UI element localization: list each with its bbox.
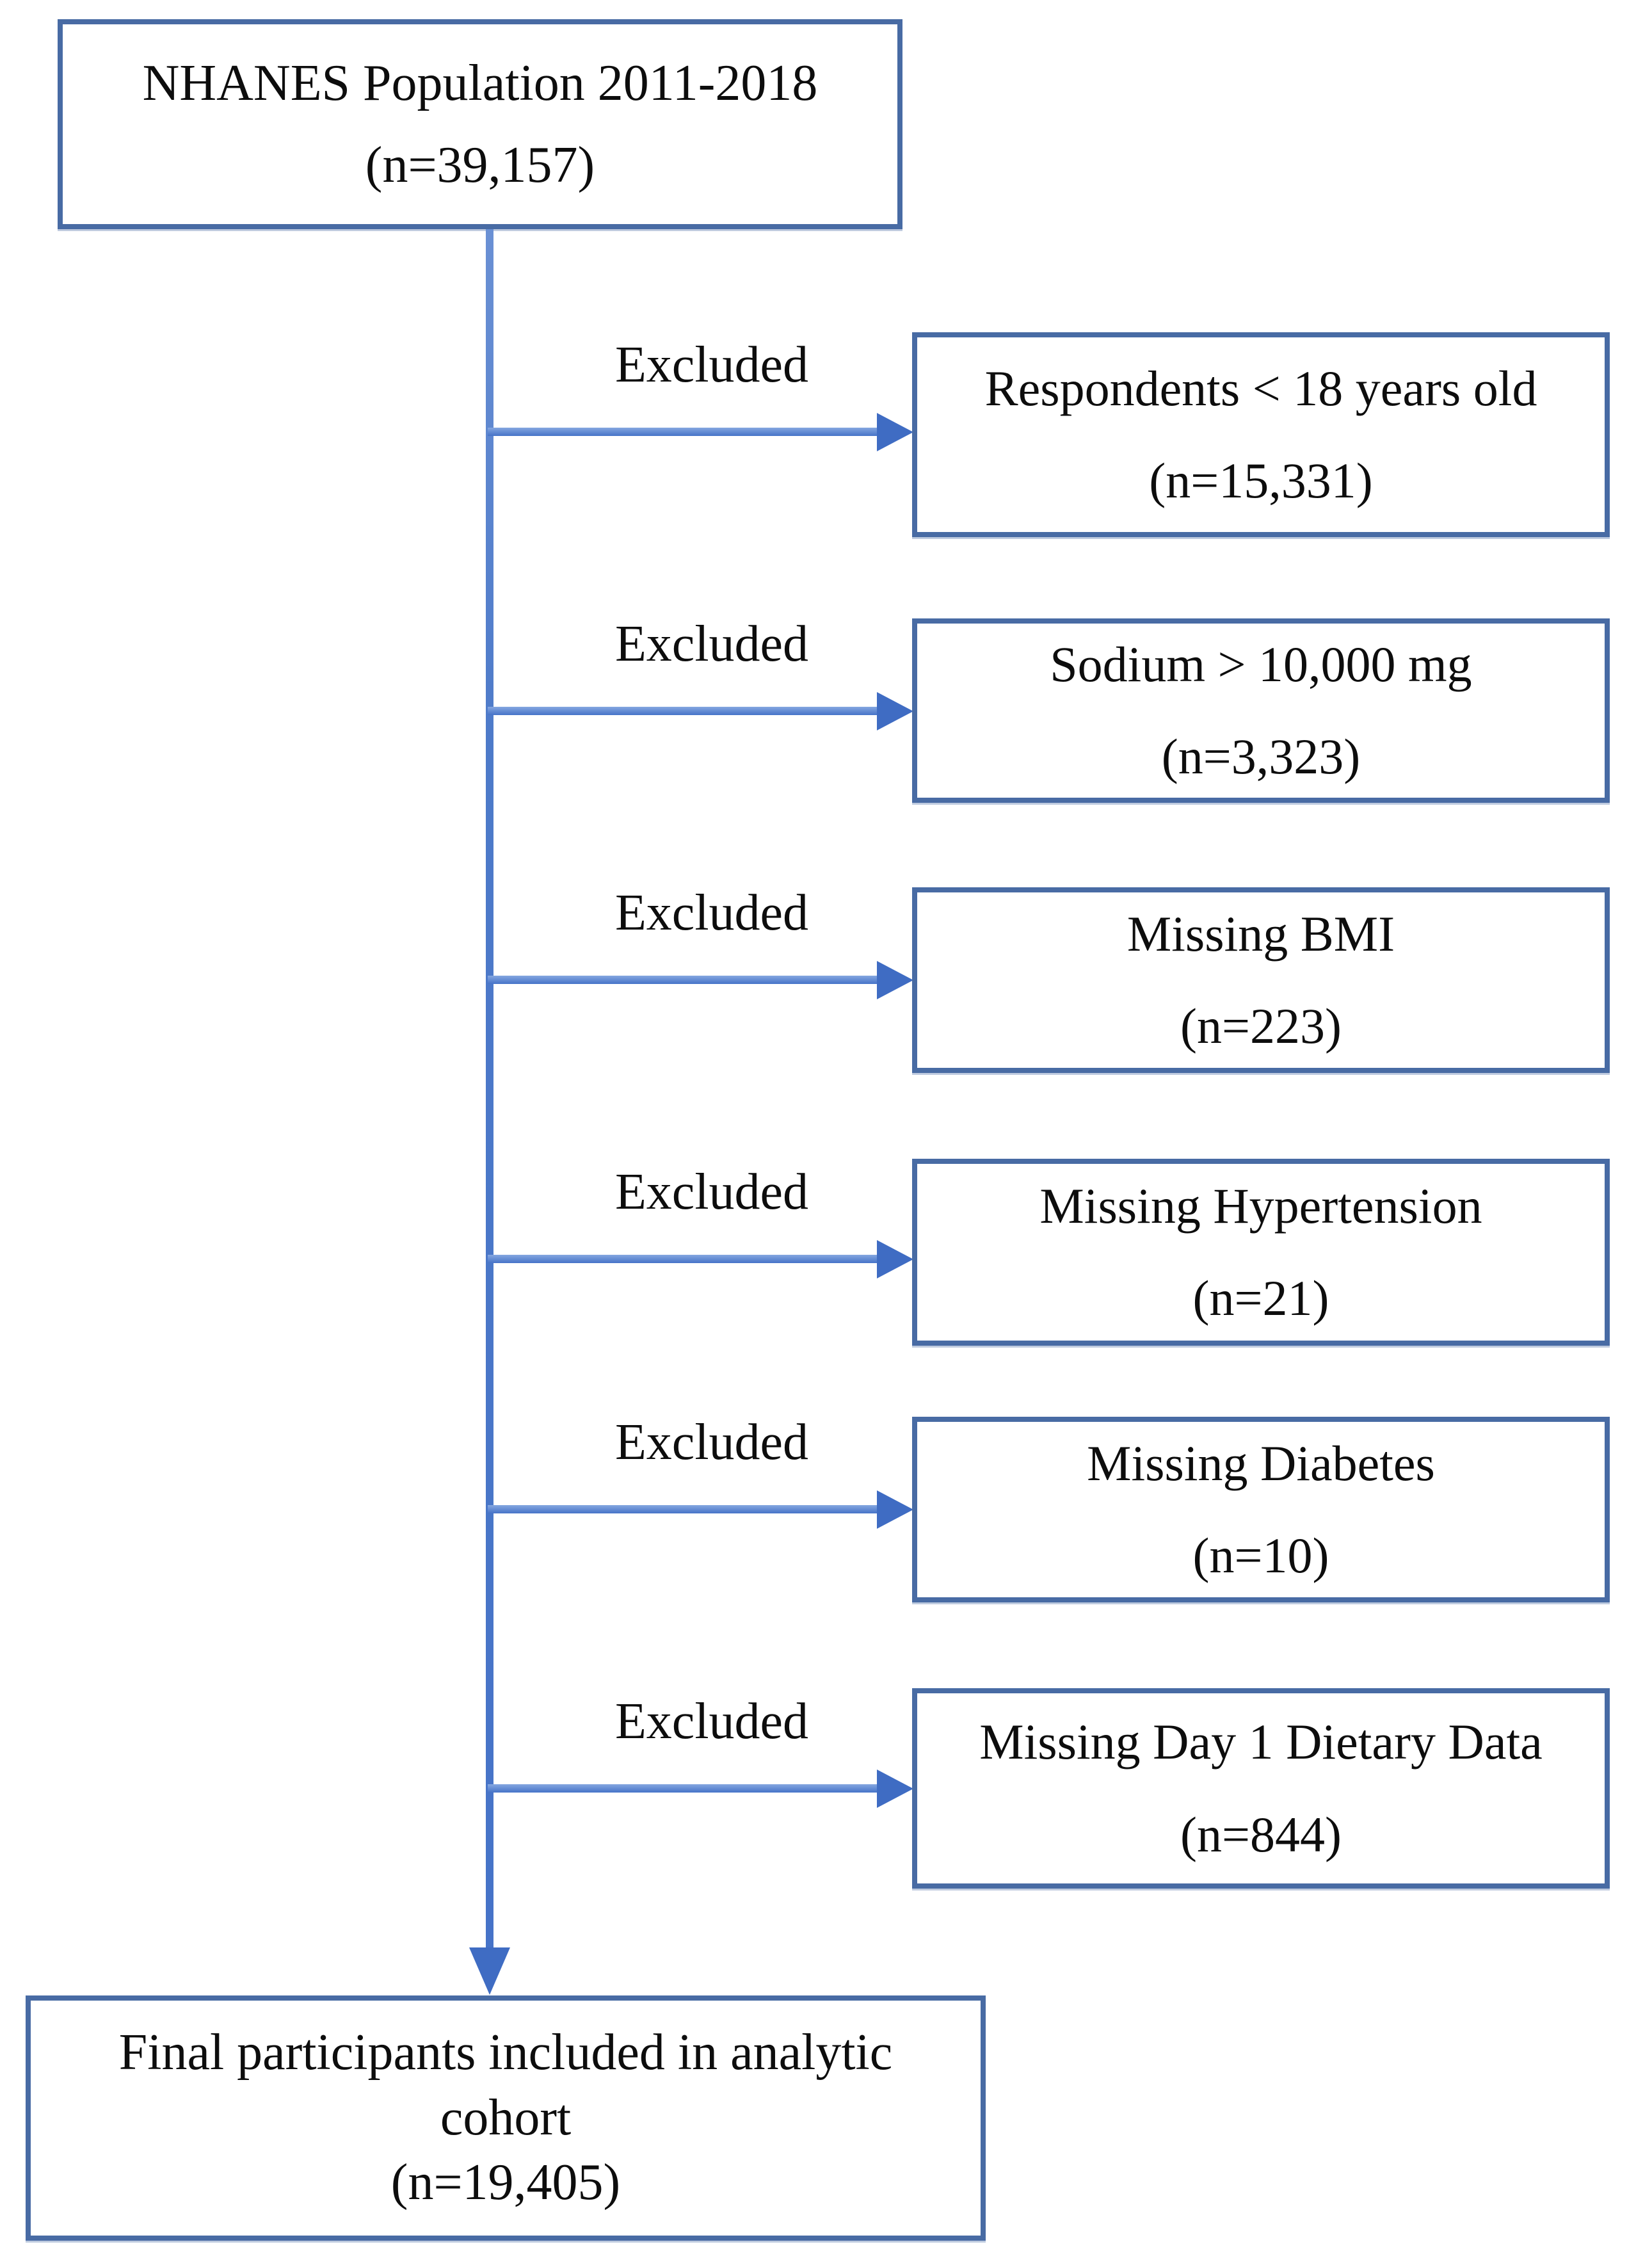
branch-line-1: [488, 428, 879, 436]
exclusion-reason: Sodium > 10,000 mg: [1050, 636, 1472, 692]
excluded-label-4: Excluded: [614, 1164, 809, 1220]
right-arrowhead-icon-5: [877, 1490, 913, 1529]
main-flow-line: [486, 229, 493, 1947]
exclusion-reason: Missing Hypertension: [1039, 1177, 1482, 1234]
exclusion-reason: Missing BMI: [1127, 905, 1395, 962]
exclusion-box-2: Sodium > 10,000 mg (n=3,323): [912, 618, 1610, 803]
down-arrowhead-icon: [469, 1947, 510, 1995]
exclusion-count: (n=15,331): [1149, 453, 1373, 508]
exclusion-count: (n=21): [1192, 1270, 1329, 1326]
exclusion-count: (n=3,323): [1161, 729, 1361, 784]
exclusion-count: (n=844): [1180, 1806, 1342, 1862]
exclusion-box-6: Missing Day 1 Dietary Data (n=844): [912, 1688, 1610, 1889]
right-arrowhead-icon-4: [877, 1240, 913, 1278]
exclusion-count: (n=223): [1180, 998, 1342, 1054]
excluded-label-3: Excluded: [614, 885, 809, 941]
exclusion-box-1: Respondents < 18 years old (n=15,331): [912, 332, 1610, 537]
population-title: NHANES Population 2011-2018: [142, 55, 818, 111]
right-arrowhead-icon-1: [877, 413, 913, 451]
exclusion-reason: Missing Day 1 Dietary Data: [979, 1714, 1543, 1770]
exclusion-reason: Missing Diabetes: [1087, 1435, 1435, 1491]
exclusion-box-4: Missing Hypertension (n=21): [912, 1159, 1610, 1346]
population-box: NHANES Population 2011-2018 (n=39,157): [58, 19, 902, 229]
final-cohort-count: (n=19,405): [390, 2154, 621, 2211]
branch-line-5: [488, 1505, 879, 1513]
branch-line-3: [488, 976, 879, 984]
right-arrowhead-icon-3: [877, 961, 913, 999]
right-arrowhead-icon-2: [877, 692, 913, 730]
population-count: (n=39,157): [365, 137, 595, 193]
exclusion-reason: Respondents < 18 years old: [984, 360, 1537, 416]
excluded-label-5: Excluded: [614, 1414, 809, 1471]
exclusion-count: (n=10): [1192, 1528, 1329, 1583]
right-arrowhead-icon-6: [877, 1769, 913, 1808]
final-cohort-text-line2: cohort: [440, 2089, 572, 2146]
exclusion-box-5: Missing Diabetes (n=10): [912, 1417, 1610, 1602]
excluded-label-1: Excluded: [614, 337, 809, 393]
excluded-label-6: Excluded: [614, 1693, 809, 1750]
final-cohort-box: Final participants included in analytic …: [26, 1995, 986, 2241]
exclusion-box-3: Missing BMI (n=223): [912, 887, 1610, 1073]
excluded-label-2: Excluded: [614, 616, 809, 672]
final-cohort-text-line1: Final participants included in analytic: [118, 2024, 893, 2081]
branch-line-6: [488, 1784, 879, 1793]
branch-line-4: [488, 1255, 879, 1263]
branch-line-2: [488, 707, 879, 715]
